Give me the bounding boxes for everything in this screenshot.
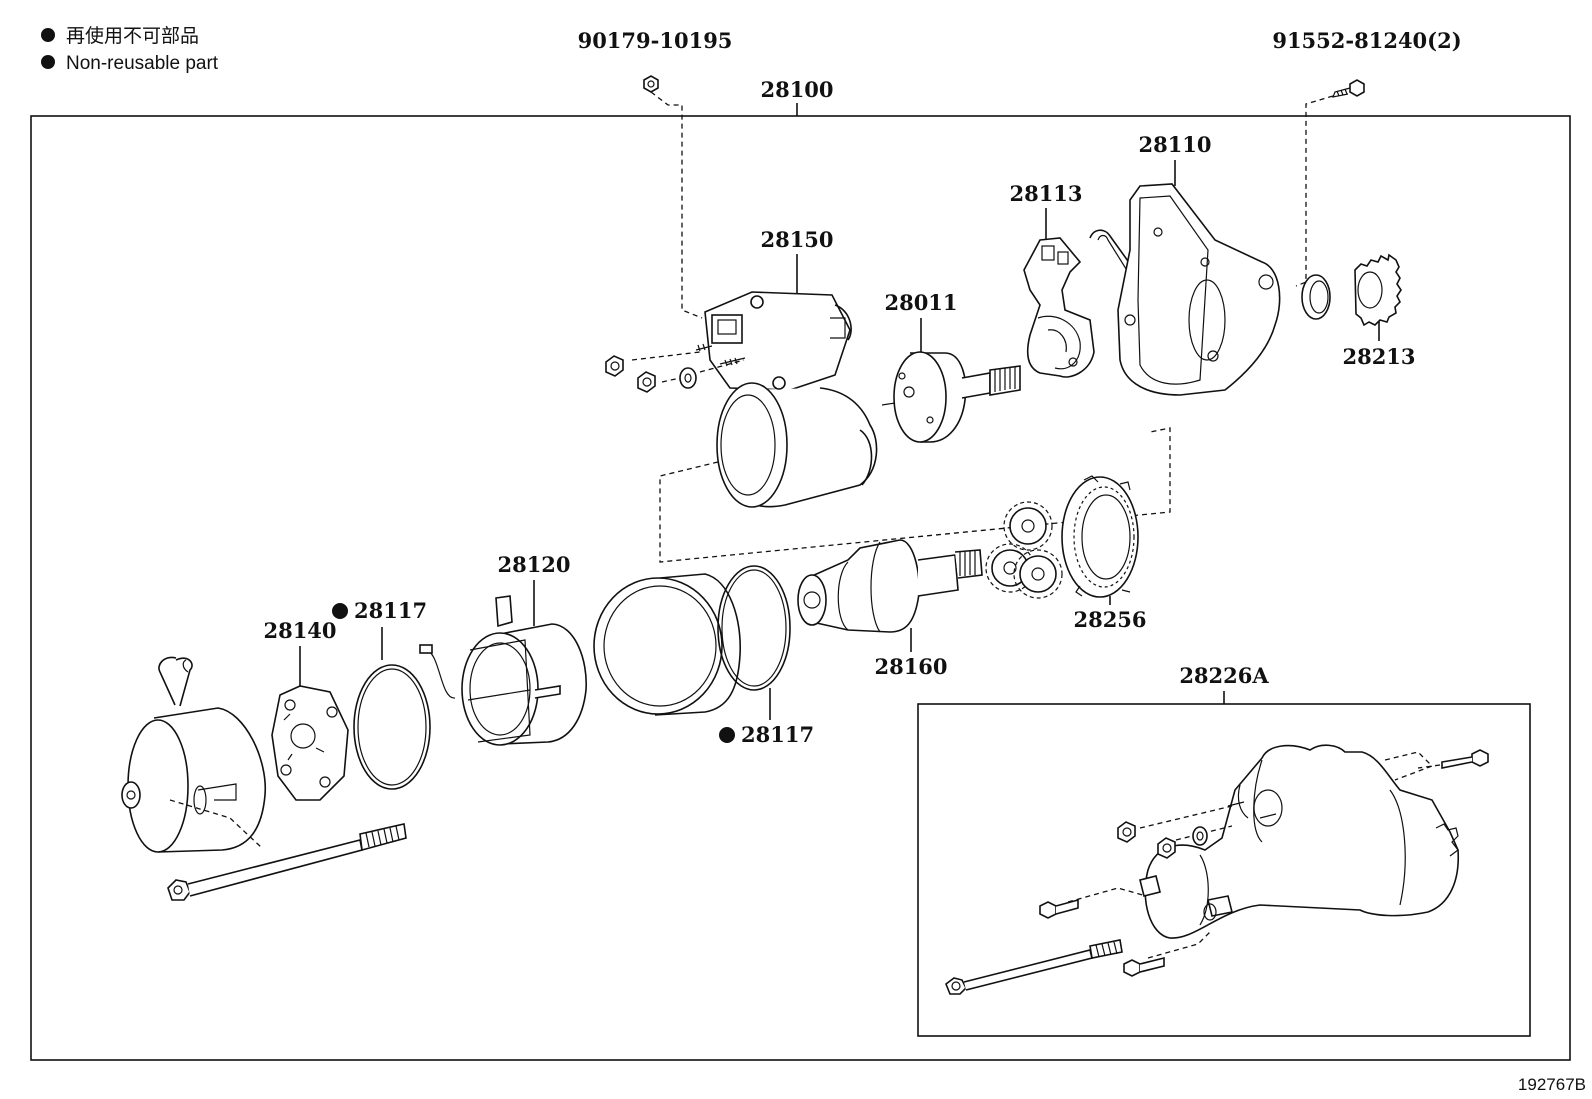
through-bolt[interactable] <box>167 823 407 901</box>
part-number-28120[interactable]: 28120 <box>497 552 570 577</box>
part-number-28160[interactable]: 28160 <box>874 654 947 679</box>
drive-lever-28113[interactable] <box>1023 237 1095 378</box>
pinion-seal <box>1301 274 1331 320</box>
washer-icon <box>679 367 697 389</box>
non-reusable-bullet-icon <box>41 28 55 42</box>
pinion-gear-28213[interactable] <box>1354 253 1402 327</box>
part-number-28117-upper[interactable]: 28117 <box>354 598 427 623</box>
part-number-91552-81240[interactable]: 91552-81240(2) <box>1272 28 1461 53</box>
o-ring-28117-left[interactable] <box>353 664 431 790</box>
nut-icon <box>1157 837 1176 859</box>
starter-housing-28110[interactable] <box>1089 183 1281 396</box>
internal-ring-gear-28256[interactable] <box>1061 475 1139 598</box>
part-number-28117-lower[interactable]: 28117 <box>741 722 814 747</box>
bolt-icon <box>1441 749 1489 769</box>
part-number-28110[interactable]: 28110 <box>1138 132 1211 157</box>
part-number-90179-10195[interactable]: 90179-10195 <box>578 28 733 53</box>
non-reusable-bullet-icon <box>41 55 55 69</box>
through-bolt <box>945 939 1123 995</box>
assembly-inset-frame <box>917 703 1531 1037</box>
part-number-28100[interactable]: 28100 <box>760 77 833 102</box>
part-number-28140[interactable]: 28140 <box>263 618 336 643</box>
legend-english: Non-reusable part <box>66 53 219 74</box>
bolt-icon <box>1332 79 1365 98</box>
yoke-housing[interactable] <box>593 573 741 716</box>
bolt-icon <box>1123 956 1165 977</box>
armature-28160[interactable] <box>797 539 983 633</box>
solenoid-switch[interactable] <box>704 291 878 508</box>
non-reusable-bullet-icon <box>719 727 735 743</box>
starter-assembly-28226a[interactable] <box>1139 744 1460 939</box>
screw-icon <box>643 75 659 93</box>
part-number-28150[interactable]: 28150 <box>760 227 833 252</box>
planetary-shaft-28011[interactable] <box>881 351 1021 443</box>
part-number-28113[interactable]: 28113 <box>1009 181 1082 206</box>
o-ring-28117-right[interactable] <box>717 565 791 691</box>
end-cover[interactable] <box>121 656 266 853</box>
nut-icon <box>1117 821 1136 843</box>
part-number-28011[interactable]: 28011 <box>884 290 957 315</box>
part-number-28256[interactable]: 28256 <box>1073 607 1146 632</box>
assembly-frame <box>30 115 1571 1061</box>
nut-icon <box>605 355 624 377</box>
figure-number: 192767B <box>1518 1075 1586 1094</box>
field-frame-28120[interactable] <box>419 595 587 746</box>
legend-japanese: 再使用不可部品 <box>66 25 199 47</box>
nut-icon <box>637 371 656 393</box>
part-number-28226a[interactable]: 28226A <box>1179 663 1269 688</box>
non-reusable-bullet-icon <box>332 603 348 619</box>
bolt-icon <box>1039 898 1079 919</box>
planetary-gears[interactable] <box>985 501 1063 599</box>
brush-holder-28140[interactable] <box>271 685 349 801</box>
part-number-28213[interactable]: 28213 <box>1342 344 1415 369</box>
washer-icon <box>1192 826 1208 846</box>
legend: 再使用不可部品 Non-reusable part <box>41 25 219 74</box>
